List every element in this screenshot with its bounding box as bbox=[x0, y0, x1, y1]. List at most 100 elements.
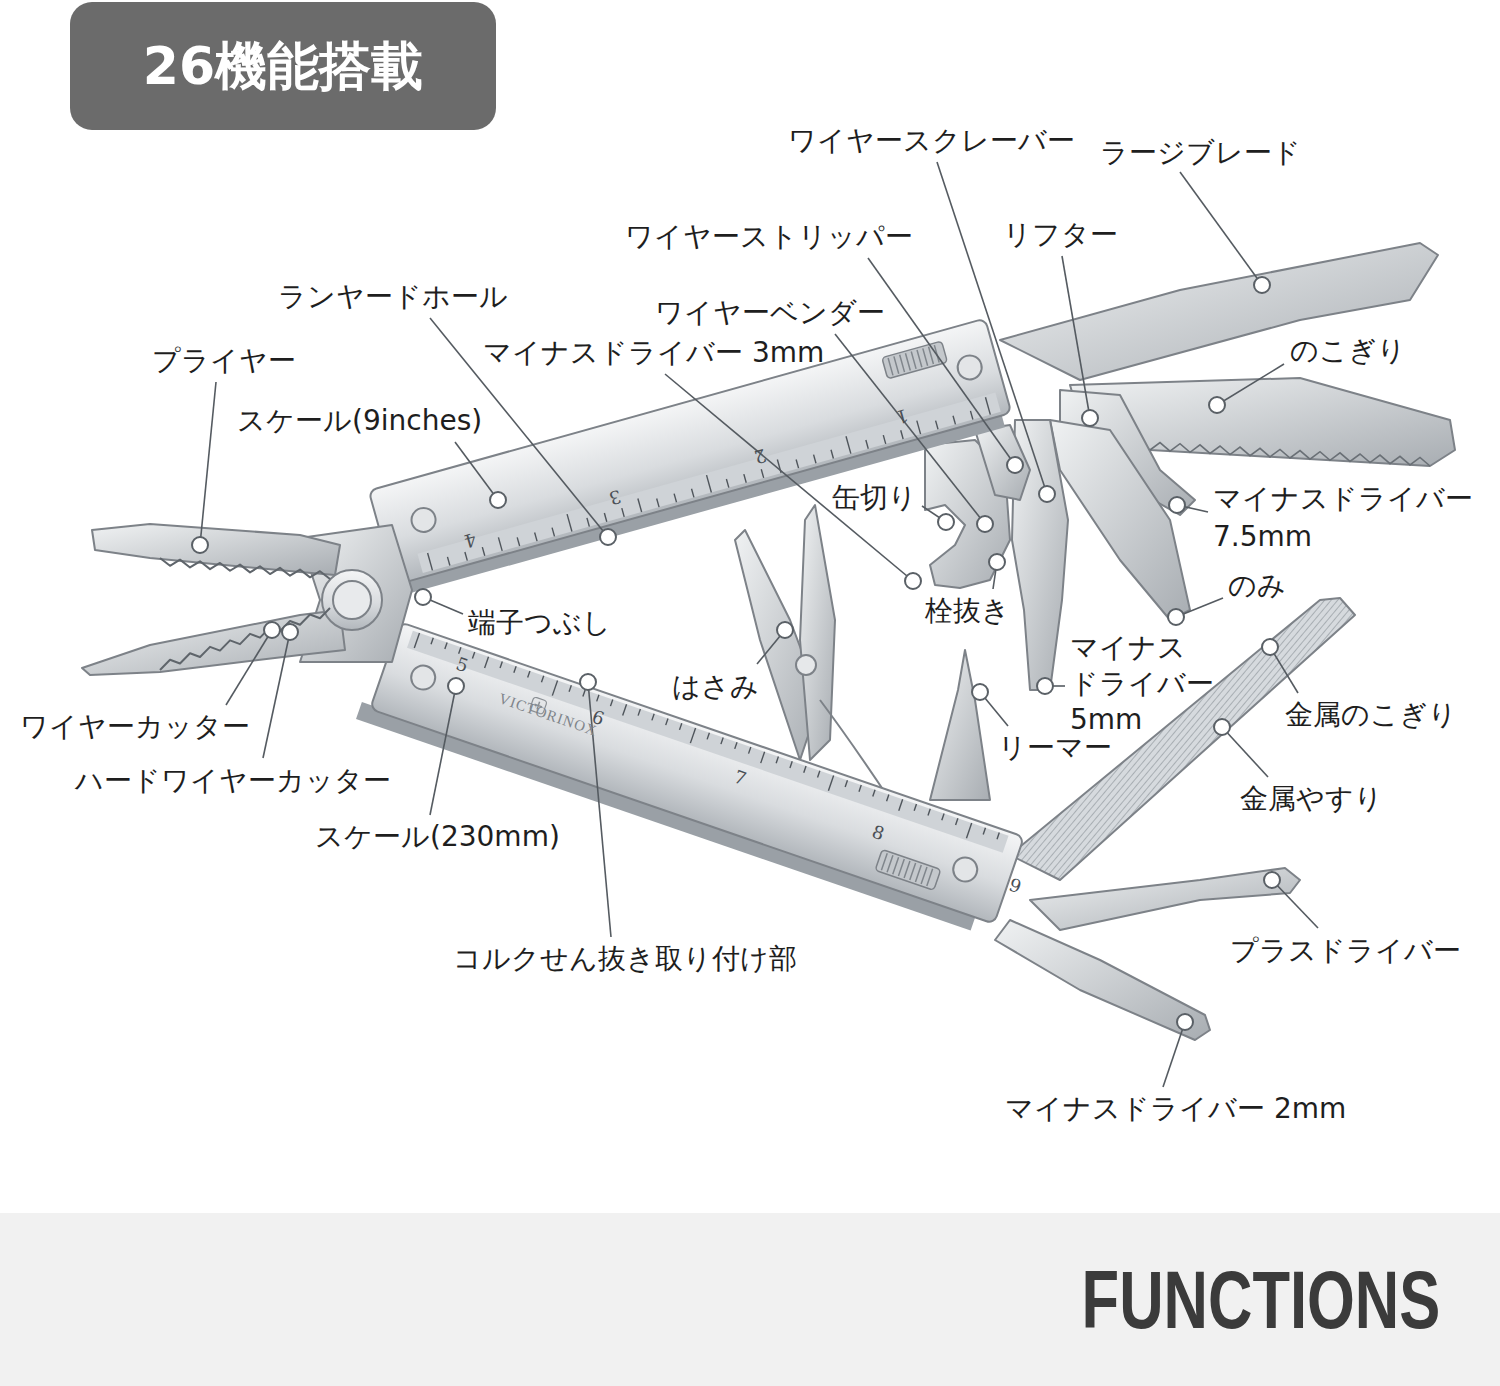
ruler-tick bbox=[901, 430, 903, 439]
leader-line bbox=[937, 162, 1047, 494]
ruler-tick bbox=[970, 411, 972, 420]
upper-tools bbox=[925, 243, 1455, 690]
callout-dot bbox=[1264, 872, 1280, 888]
ruler-tick bbox=[604, 513, 606, 522]
part-label: 金属のこぎり bbox=[1285, 697, 1457, 732]
ruler-tick bbox=[459, 647, 461, 654]
ruler-tick bbox=[818, 771, 820, 778]
screwdriver-2mm bbox=[995, 920, 1210, 1040]
callout-dot bbox=[1037, 678, 1053, 694]
leader-line bbox=[665, 374, 913, 581]
callout-dot bbox=[192, 537, 208, 553]
leader-line bbox=[1180, 172, 1262, 285]
ruler-tick bbox=[622, 508, 624, 517]
ruler-tick bbox=[517, 537, 519, 546]
callout-dot bbox=[580, 674, 596, 690]
pliers-head bbox=[82, 524, 412, 675]
part-label: リフター bbox=[1003, 217, 1118, 252]
part-label: スケール(9inches) bbox=[237, 403, 482, 438]
ruler-tick bbox=[735, 742, 737, 749]
leader-line bbox=[263, 632, 290, 758]
part-label: 缶切り bbox=[832, 480, 917, 515]
part-label: ラージブレード bbox=[1100, 135, 1301, 170]
ruler-tick bbox=[942, 814, 944, 821]
ruler-tick bbox=[985, 397, 990, 414]
ruler-tick bbox=[414, 633, 419, 648]
footer-band: FUNCTIONS bbox=[0, 1213, 1500, 1386]
leader-line bbox=[1272, 880, 1318, 928]
ruler-tick bbox=[690, 728, 695, 743]
callout-dot bbox=[1254, 277, 1270, 293]
part-label: ワイヤーベンダー bbox=[655, 295, 885, 330]
part-label: ワイヤースクレーバー bbox=[788, 123, 1075, 158]
ruler-tick bbox=[569, 685, 571, 692]
part-label: スケール(230mm) bbox=[315, 819, 560, 854]
callout-dot bbox=[972, 684, 988, 700]
lower-handle bbox=[356, 619, 1024, 937]
ruler-band bbox=[407, 631, 1009, 853]
ruler-tick bbox=[761, 752, 765, 763]
part-label: マイナス ドライバー 5mm bbox=[1070, 630, 1220, 738]
phillips-screwdriver bbox=[1030, 868, 1300, 930]
ruler-tick bbox=[485, 657, 489, 668]
part-label: ハードワイヤーカッター bbox=[75, 763, 391, 798]
leader-line bbox=[200, 382, 216, 545]
ruler-tick bbox=[514, 666, 516, 673]
callout-dot bbox=[905, 573, 921, 589]
footer-text: FUNCTIONS bbox=[1081, 1259, 1440, 1341]
ruler-tick bbox=[552, 680, 557, 695]
callout-dot bbox=[989, 554, 1005, 570]
ribbed-button bbox=[882, 341, 948, 379]
part-label: ランヤードホール bbox=[278, 279, 508, 314]
part-label: のこぎり bbox=[1290, 333, 1406, 368]
leader-line bbox=[868, 258, 1015, 465]
pliers-pivot bbox=[333, 581, 371, 619]
part-label: コルクせん抜き取り付け部 bbox=[453, 941, 797, 976]
ruler-tick bbox=[692, 489, 694, 498]
ruler-tick bbox=[790, 761, 792, 768]
ruler-tick bbox=[610, 699, 612, 706]
part-label: マイナスドライバー 7.5mm bbox=[1213, 480, 1488, 556]
leader-line bbox=[1217, 364, 1284, 405]
ruler-tick bbox=[652, 714, 654, 721]
ruler-tick bbox=[666, 719, 668, 726]
leader-line bbox=[1222, 727, 1268, 777]
upper-handle bbox=[369, 319, 1015, 597]
ruler-tick bbox=[707, 475, 712, 492]
callout-dot bbox=[282, 624, 298, 640]
ruler-tick bbox=[623, 704, 627, 715]
ruler-tick bbox=[552, 528, 554, 537]
part-label: プライヤー bbox=[152, 343, 296, 378]
callout-dot bbox=[264, 622, 280, 638]
callout-dot bbox=[415, 589, 431, 605]
ruler-tick bbox=[828, 776, 833, 791]
handle-face bbox=[370, 622, 1024, 924]
callout-dot bbox=[1007, 457, 1023, 473]
ruler-tick bbox=[928, 809, 930, 816]
rivet bbox=[408, 662, 439, 693]
part-label: マイナスドライバー 3mm bbox=[483, 335, 824, 370]
wire-stripper bbox=[975, 425, 1030, 500]
ruler-tick bbox=[445, 642, 447, 649]
ruler-tick bbox=[567, 514, 572, 531]
ruler-tick bbox=[804, 766, 806, 773]
ruler-tick bbox=[814, 455, 816, 464]
ruler-tick bbox=[914, 804, 916, 811]
ruler-tick bbox=[657, 498, 659, 507]
ruler-tick bbox=[846, 436, 851, 453]
ruler-tick bbox=[776, 757, 778, 764]
callout-dot bbox=[1082, 410, 1098, 426]
ruler-tick bbox=[761, 469, 763, 478]
callout-dot bbox=[1209, 397, 1225, 413]
ribbed-button bbox=[881, 853, 932, 886]
jaw-teeth bbox=[160, 558, 330, 579]
ruler-tick bbox=[472, 652, 474, 659]
part-label: はさみ bbox=[672, 669, 759, 704]
leader-line bbox=[455, 442, 498, 500]
ruler-tick bbox=[500, 661, 502, 668]
ruler-tick bbox=[997, 833, 999, 840]
part-label: 金属やすり bbox=[1240, 781, 1383, 816]
leader-line bbox=[588, 682, 611, 937]
scissors-pivot bbox=[796, 655, 816, 675]
part-label: 端子つぶし bbox=[468, 605, 611, 640]
